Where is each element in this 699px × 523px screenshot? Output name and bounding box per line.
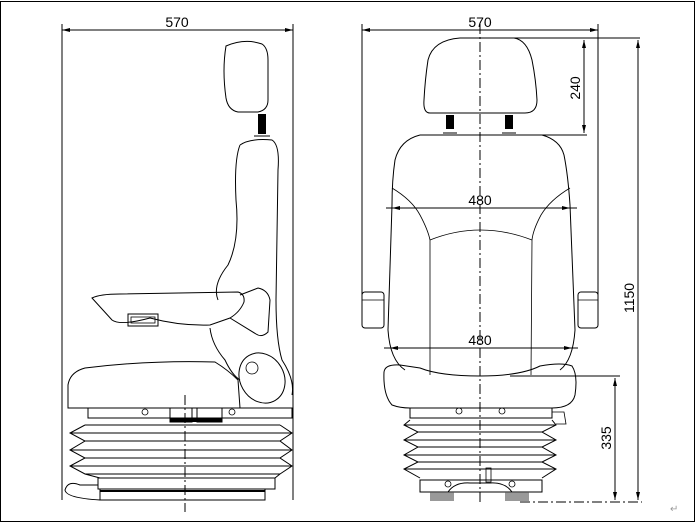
backrest-left-panel [391,187,431,375]
headrest-side [223,40,269,113]
arrow-icon [582,40,586,48]
side-width-label: 570 [165,14,189,30]
arrow-icon [392,206,400,210]
backrest-front-contour [215,144,241,301]
backrest-width-label: 480 [468,192,492,208]
front-base-plate [409,407,553,419]
fore-aft-rail [447,482,513,493]
arrow-icon [62,28,70,32]
side-view: 570 [61,14,294,512]
fore-aft-lever [64,482,101,501]
headrest-front [423,37,538,114]
front-width-label: 570 [468,14,492,30]
recline-knob [238,352,286,404]
arrow-icon [613,492,617,500]
arrow-icon [564,346,572,350]
paragraph-mark: ↵ [670,504,678,515]
arrow-icon [636,40,640,48]
arrow-icon [582,125,586,133]
seat-cushion-front [383,363,577,409]
front-view: 570 240 480 [361,14,642,505]
armrest-right [577,291,599,329]
backrest-right-edge [541,134,576,371]
armrest-left [361,291,385,329]
seat-width-label: 480 [468,332,492,348]
arrow-icon [285,28,293,32]
headrest-springs [443,115,516,134]
arrow-icon [390,346,398,350]
arrow-icon [562,206,570,210]
backrest-side [239,139,293,396]
headrest-spring [254,114,270,137]
mount-right [505,492,529,501]
arrow-icon [613,378,617,386]
arrow-icon [590,28,598,32]
arrow-icon [636,492,640,500]
seat-base-plate [87,407,293,419]
backrest-lower-contour [209,327,241,381]
seat-height-label: 335 [598,426,614,450]
armrest-adjuster [127,313,159,327]
total-height-label: 1150 [621,283,637,313]
armrest-side [91,291,245,326]
bottom-plate-front [419,479,543,493]
arrow-icon [362,28,370,32]
seat-cushion-side [67,361,241,409]
backrest-right-panel [530,187,571,376]
bellows-side [68,424,293,479]
mount-left [430,492,454,501]
bottom-plate-side [97,477,276,490]
headrest-height-label: 240 [567,76,583,100]
backrest-lumbar-line [429,229,533,241]
backrest-left-edge [387,134,421,371]
armrest-bracket [229,287,271,337]
